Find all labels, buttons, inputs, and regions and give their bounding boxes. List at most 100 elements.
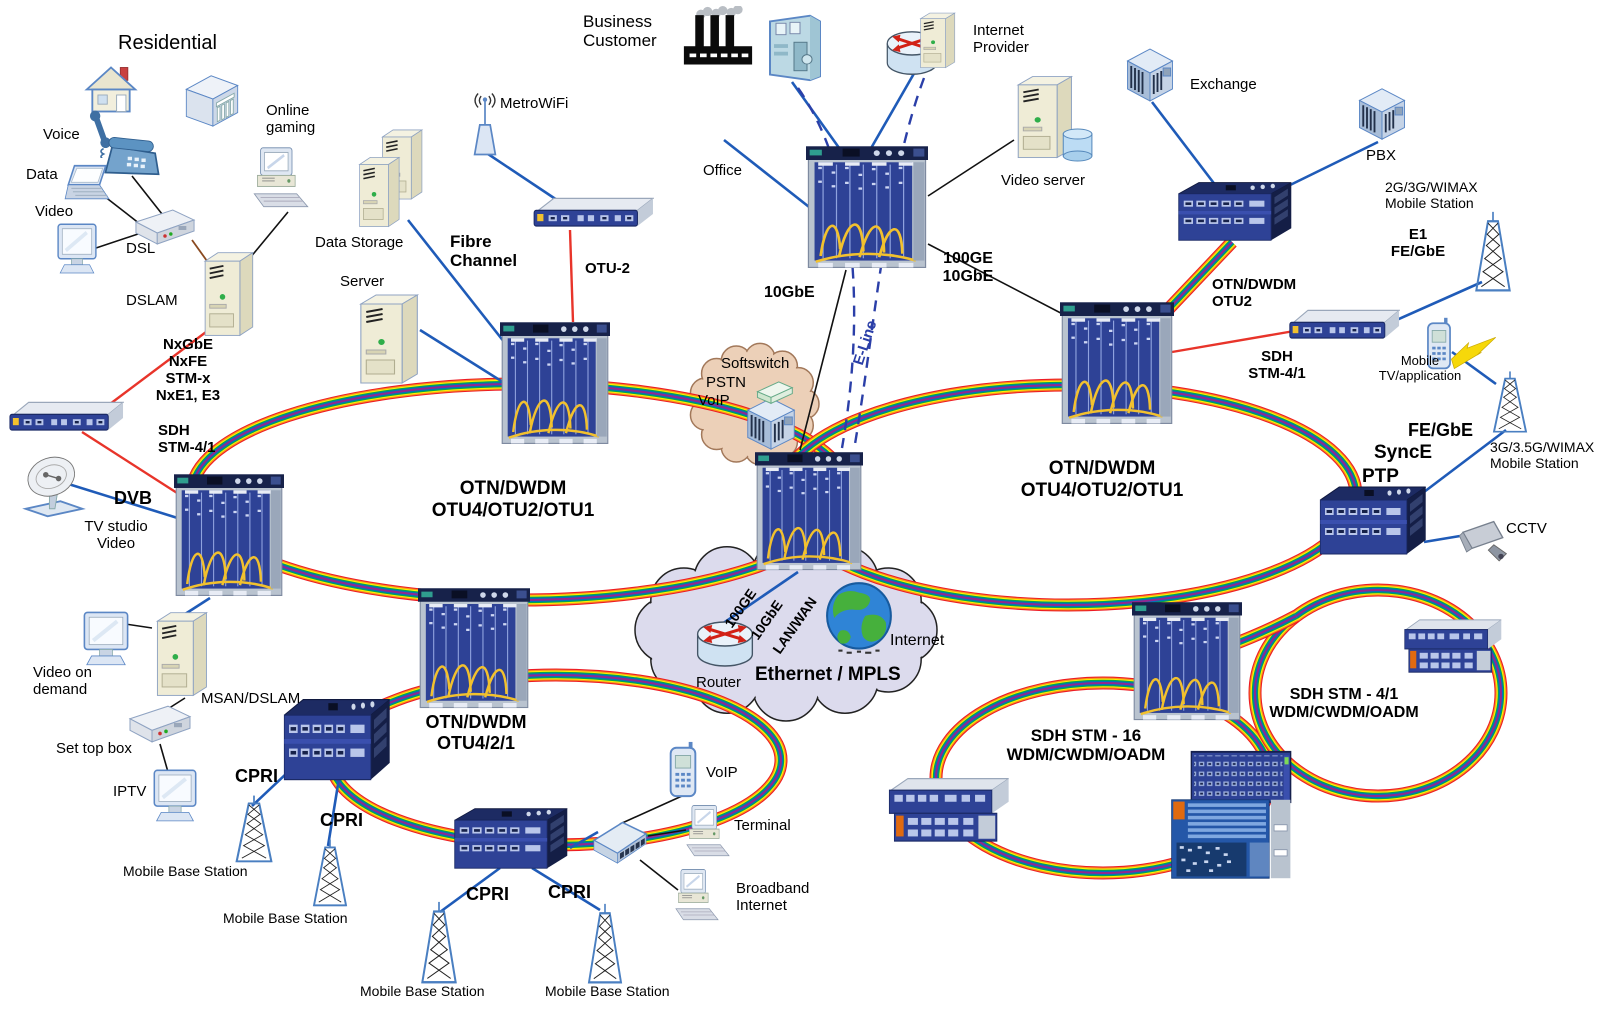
business-machine-icon — [764, 10, 826, 84]
label-msan-dslam: MSAN/DSLAM — [201, 690, 301, 707]
msan-dslam-tower-icon — [148, 608, 214, 702]
ring-label-metro-left: OTN/DWDM OTU4/OTU2/OTU1 — [431, 478, 595, 521]
otn-chassis-left — [174, 472, 284, 600]
label-internet-provider: Internet Provider — [973, 22, 1029, 57]
label-video-server: Video server — [1001, 172, 1085, 189]
softswitch-icon — [740, 378, 802, 454]
sdh-rack-icon — [1170, 798, 1292, 880]
cctv-camera-icon — [1454, 518, 1510, 568]
data-storage-icon — [352, 126, 428, 234]
link-fibre-channel — [406, 219, 514, 353]
server-icon — [350, 290, 426, 390]
label-100ge-10gbe: 100GE 10GbE — [942, 250, 994, 286]
label-set-top-box: Set top box — [56, 740, 132, 757]
switch-icon — [590, 816, 650, 868]
link-chassis-router — [721, 570, 799, 626]
label-otn-otu2: OTN/DWDM OTU2 — [1212, 276, 1297, 311]
label-cpri-1: CPRI — [235, 766, 279, 786]
label-mbs-4: Mobile Base Station — [545, 983, 670, 999]
house-icon — [83, 62, 139, 117]
exchange-cube-icon — [1120, 44, 1180, 106]
label-softswitch: Softswitch — [721, 355, 790, 372]
label-broadband: Broadband Internet — [736, 880, 810, 915]
link-edge-switch — [569, 830, 599, 850]
link-settop-iptv — [159, 743, 169, 773]
link-cpri-3 — [439, 866, 501, 914]
dslam-tower-icon — [196, 248, 260, 342]
label-dsl: DSL — [126, 240, 156, 257]
label-sdh-left: SDH STM-4/1 — [158, 422, 216, 457]
patch-panel-icon — [1190, 750, 1292, 804]
access-mux-unit — [6, 400, 124, 436]
label-mbs-3: Mobile Base Station — [360, 983, 485, 999]
base-station-tower-2 — [306, 838, 354, 910]
label-video-on-demand: Video on demand — [33, 664, 92, 699]
label-business-customer: Business Customer — [583, 12, 657, 51]
link-laptop-dsl — [103, 195, 141, 225]
fibre-mux-unit — [530, 196, 654, 232]
metrowifi-antenna-icon — [466, 90, 504, 158]
sdh-mux-unit-right — [1286, 308, 1400, 344]
link-voip-switch — [619, 795, 683, 825]
base-station-tower-1 — [228, 794, 280, 866]
label-nx-links: NxGbE NxFE STM-x NxE1, E3 — [155, 336, 221, 405]
link-otu2 — [568, 229, 575, 323]
label-fibre-channel: Fibre Channel — [450, 232, 518, 271]
internet-globe-icon — [824, 580, 896, 658]
voip-phone-icon — [664, 740, 702, 800]
building-icon — [181, 70, 243, 130]
link-eline-1 — [797, 87, 856, 449]
gaming-pc-icon — [248, 146, 314, 214]
video-monitor-icon — [56, 222, 98, 276]
edge-device-access-left — [278, 696, 396, 782]
factory-icon — [682, 6, 754, 70]
link-ptp-tower — [1423, 428, 1507, 494]
otn-chassis-topleft — [500, 320, 610, 448]
label-video: Video — [35, 203, 74, 220]
link-sdh-right — [1171, 328, 1301, 354]
label-router: Router — [696, 674, 742, 691]
mobile-tower-2g-icon — [1468, 210, 1518, 296]
label-ethernet-mpls: Ethernet / MPLS — [755, 664, 901, 685]
label-residential: Residential — [118, 32, 217, 54]
label-internet: Internet — [890, 632, 945, 649]
link-isp-chassis — [868, 69, 918, 151]
base-station-tower-4 — [581, 902, 629, 988]
isp-server-icon — [914, 10, 960, 72]
label-cpri-2: CPRI — [320, 810, 364, 830]
otn-chassis-center — [755, 450, 863, 574]
link-phone-dsl — [131, 175, 163, 215]
edge-device-top-right — [1172, 180, 1298, 242]
link-switch-broadband — [639, 859, 679, 891]
pbx-cube-icon — [1352, 84, 1412, 144]
link-e1-fegbe — [1391, 280, 1483, 324]
link-chassis-videoserver — [927, 139, 1015, 197]
label-voip-phone: VoIP — [706, 764, 738, 781]
label-sdh-right: SDH STM-4/1 — [1248, 348, 1306, 383]
broadband-pc-icon — [671, 868, 723, 926]
laptop-icon — [62, 164, 112, 204]
label-e1-fegbe: E1 FE/GbE — [1390, 226, 1446, 261]
otn-chassis-ring-junction — [1132, 600, 1242, 724]
label-mbs-2: Mobile Base Station — [223, 910, 348, 926]
link-office-chassis — [723, 138, 819, 216]
otn-chassis-access-ring — [418, 586, 530, 712]
ring-label-metro-right: OTN/DWDM OTU4/OTU2/OTU1 — [1020, 458, 1184, 501]
label-dslam: DSLAM — [126, 292, 178, 309]
label-exchange: Exchange — [1190, 76, 1257, 93]
label-pbx: PBX — [1366, 147, 1397, 164]
label-voip-cloud: VoIP — [698, 392, 730, 409]
label-pstn: PSTN — [706, 374, 747, 391]
label-mbs-1: Mobile Base Station — [123, 863, 248, 879]
label-server: Server — [340, 273, 385, 290]
label-dvb: DVB — [114, 488, 153, 508]
terminal-pc-icon — [682, 804, 734, 862]
label-cpri-3: CPRI — [466, 884, 510, 904]
label-office: Office — [703, 162, 742, 179]
label-data: Data — [26, 166, 58, 183]
mobile-tower-3g-icon — [1486, 370, 1534, 436]
otn-chassis-right — [1060, 300, 1174, 428]
label-voice: Voice — [43, 126, 80, 143]
label-data-storage: Data Storage — [315, 234, 404, 251]
label-otu2: OTU-2 — [585, 260, 630, 277]
